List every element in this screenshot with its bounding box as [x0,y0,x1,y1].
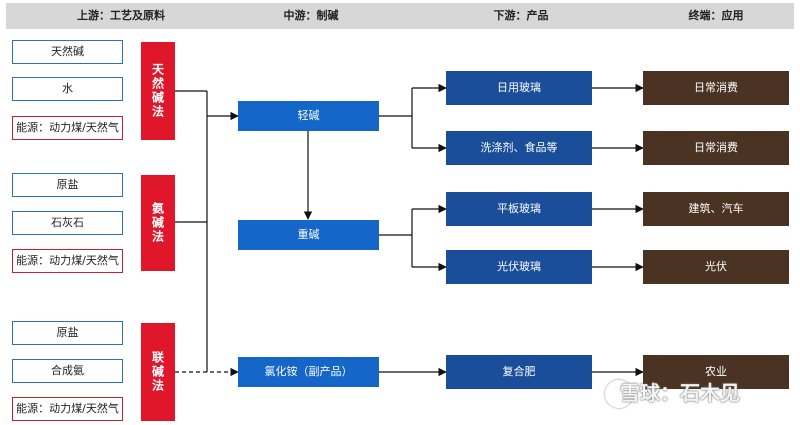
input-limestone: 石灰石 [12,211,123,235]
header-bar: 上游：工艺及原料 中游：制碱 下游：产品 终端：应用 [6,3,794,29]
header-downstream: 下游：产品 [493,9,549,22]
header-terminal: 终端：应用 [688,9,744,22]
watermark-logo-icon [605,380,633,408]
application-daily-consumption-2: 日常消费 [643,131,789,165]
application-photovoltaic: 光伏 [643,250,789,284]
watermark-text: 雪球：石木见 [620,381,740,405]
input-natural-soda: 天然碱 [12,40,123,64]
header-upstream: 上游：工艺及原料 [77,9,165,22]
product-compound-fertilizer: 复合肥 [446,355,592,389]
product-pv-glass: 光伏玻璃 [446,250,592,284]
input-energy-1: 能源：动力煤/天然气 [12,116,123,140]
input-energy-2: 能源：动力煤/天然气 [12,249,123,273]
mid-light-soda: 轻碱 [238,101,379,131]
mid-ammonium-chloride: 氯化铵（副产品） [238,357,379,387]
product-detergent-food: 洗涤剂、食品等 [446,131,592,165]
input-raw-salt-2: 原盐 [12,321,123,345]
input-synthetic-ammonia: 合成氨 [12,359,123,383]
input-raw-salt-1: 原盐 [12,173,123,197]
header-midstream: 中游：制碱 [283,9,339,22]
process-joint-soda: 联碱法 [141,323,175,421]
product-flat-glass: 平板玻璃 [446,192,592,226]
application-construction-auto: 建筑、汽车 [643,192,789,226]
application-daily-consumption-1: 日常消费 [643,71,789,105]
process-natural-soda: 天然碱法 [141,42,175,140]
application-agriculture: 农业 [643,355,789,389]
input-energy-3: 能源：动力煤/天然气 [12,397,123,421]
input-water: 水 [12,77,123,101]
product-daily-glass: 日用玻璃 [446,71,592,105]
process-ammonia-soda: 氨碱法 [141,175,175,271]
mid-heavy-soda: 重碱 [238,220,379,250]
